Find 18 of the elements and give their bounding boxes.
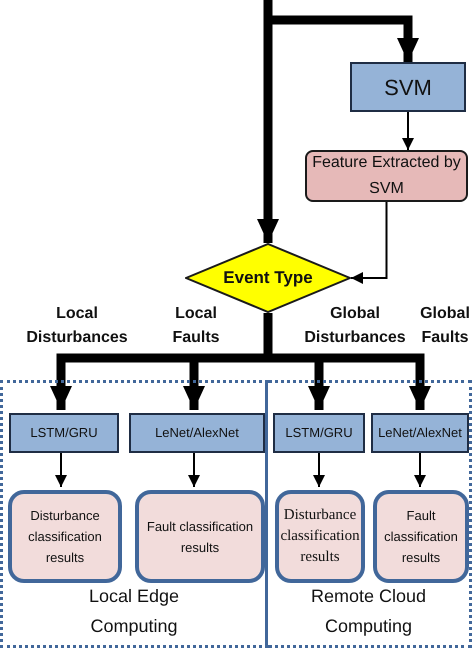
arrow [351, 202, 388, 284]
result-box: Fault classification results [373, 490, 469, 583]
process-box: SVM [350, 62, 466, 112]
edge-label: Local Disturbances [25, 304, 129, 348]
process-box: LSTM/GRU [9, 413, 119, 453]
region-label: Local Edge Computing [88, 585, 180, 638]
result-box: Disturbance classification results [275, 490, 365, 583]
process-box: LSTM/GRU [273, 413, 365, 453]
process-box: LeNet/AlexNet [371, 413, 469, 453]
edge-label: Global Faults [419, 304, 471, 348]
region-frame [268, 380, 472, 648]
region-label: Remote Cloud Computing [310, 585, 428, 638]
region-frame [0, 380, 268, 648]
result-box: Disturbance classification results [8, 490, 122, 583]
result-box: Fault classification results [135, 490, 265, 583]
process-box: Feature Extracted by SVM [305, 150, 468, 202]
arrow [402, 112, 414, 150]
process-box: LeNet/AlexNet [129, 413, 265, 453]
